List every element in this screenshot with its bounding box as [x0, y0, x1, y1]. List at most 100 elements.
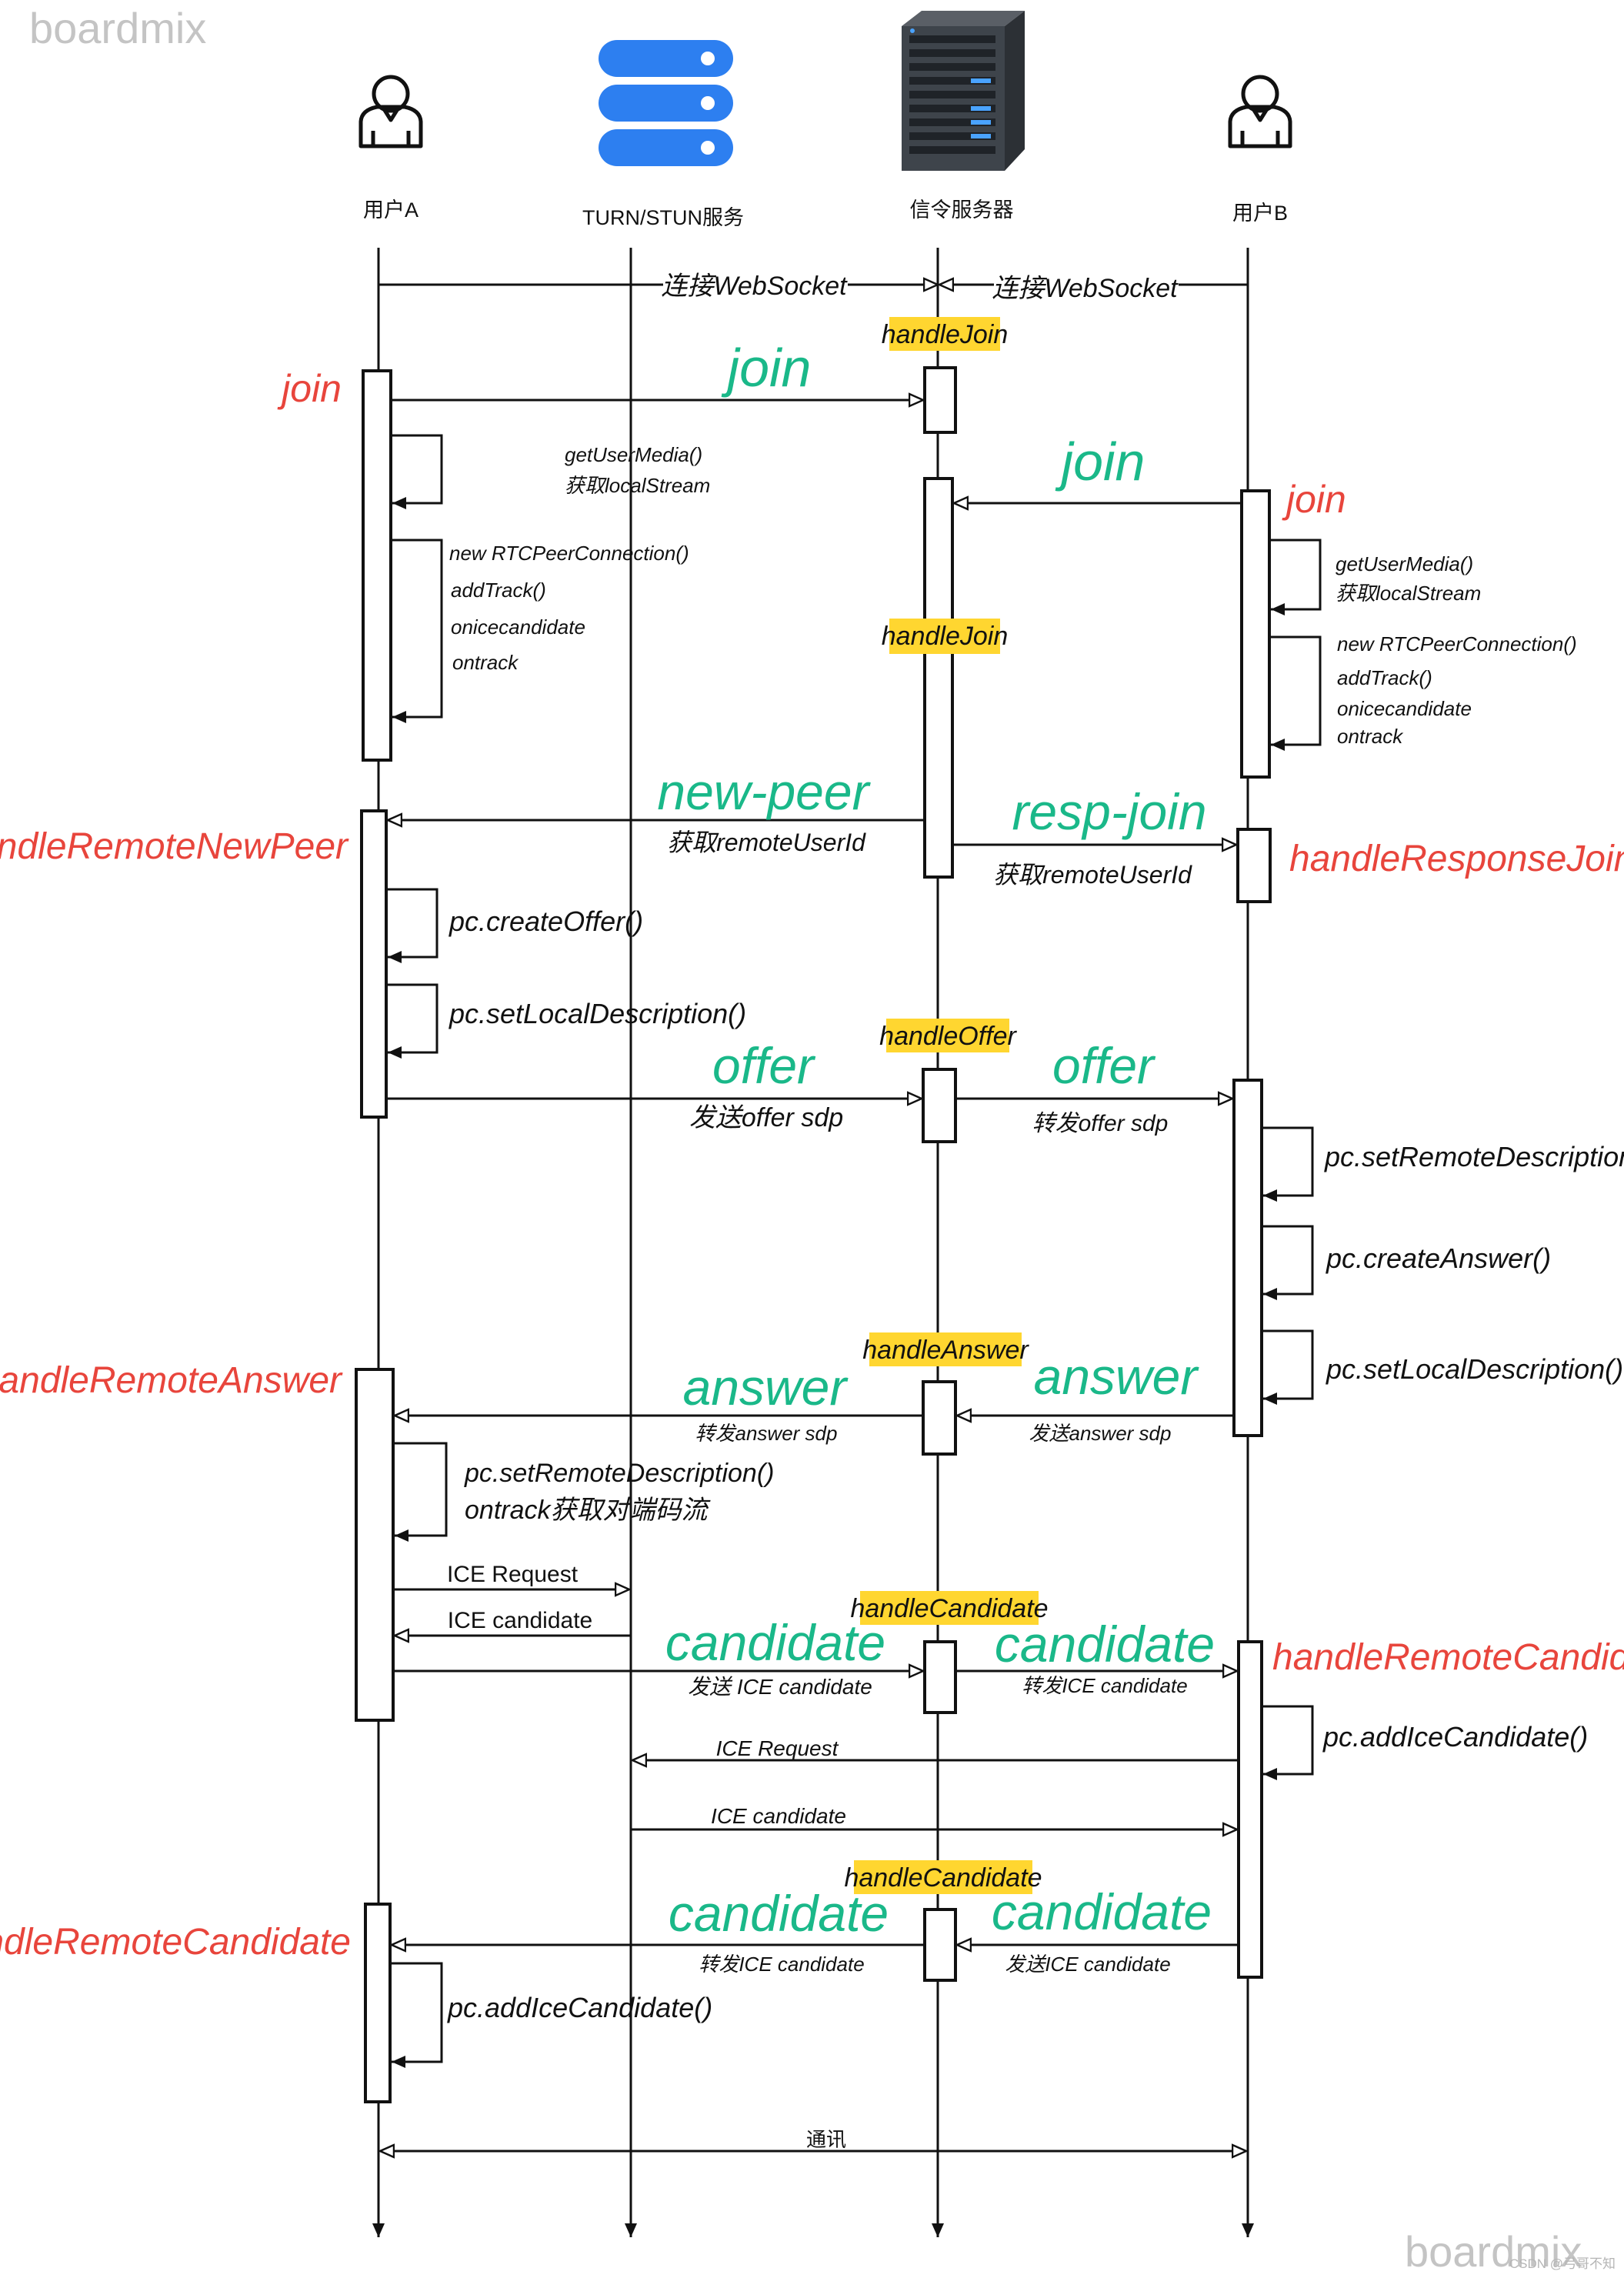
msg-resp-join: resp-join	[1012, 783, 1206, 840]
turn-stun-server-stack-icon	[599, 40, 733, 166]
note-a-pc-3: onicecandidate	[451, 615, 585, 639]
activation-s-4	[922, 1380, 957, 1456]
sub-ice-cand-b: ICE candidate	[711, 1804, 846, 1828]
watermark-top: boardmix	[29, 4, 206, 52]
user-a-icon	[358, 75, 423, 148]
sub-cand-a: 发送 ICE candidate	[688, 1675, 872, 1699]
self-calls	[386, 434, 1322, 2068]
activations	[355, 366, 1272, 2103]
activation-b-1	[1240, 489, 1271, 779]
activation-s-6	[923, 1908, 957, 1982]
note-a-create-offer: pc.createOffer()	[449, 906, 643, 937]
activation-s-1	[923, 366, 957, 434]
sub-answer-a: 转发answer sdp	[695, 1422, 838, 1445]
tag-handle-answer: handleAnswer	[862, 1336, 1029, 1365]
sub-offer-b: 转发offer sdp	[1032, 1111, 1169, 1136]
activation-b-3	[1232, 1079, 1263, 1437]
tag-handle-offer: handleOffer	[879, 1022, 1017, 1051]
handler-remote-answer: handleRemoteAnswer	[0, 1360, 343, 1401]
msg-cand-back-b: candidate	[992, 1883, 1212, 1940]
msg-join-a: join	[722, 338, 812, 398]
note-b-get-media-2: 获取localStream	[1336, 582, 1481, 605]
activation-a-3	[355, 1368, 395, 1722]
sub-resp-join: 获取remoteUserId	[993, 861, 1192, 889]
tag-handle-join-2: handleJoin	[882, 622, 1008, 651]
actor-label-turn-stun: TURN/STUN服务	[582, 206, 744, 229]
tag-bg-h3	[886, 1019, 1009, 1052]
note-b-pc-2: addTrack()	[1337, 666, 1432, 689]
note-a-set-remote-1: pc.setRemoteDescription()	[464, 1459, 774, 1488]
msg-offer-b: offer	[1052, 1037, 1156, 1094]
note-b-add-ice: pc.addIceCandidate()	[1322, 1721, 1588, 1753]
activation-b-4	[1237, 1640, 1263, 1979]
client-handler-labels: join join handleRemoteNewPeer handleResp…	[0, 367, 1624, 1963]
actor-label-user-a: 用户A	[363, 198, 419, 222]
tag-bg-h1	[889, 317, 1000, 351]
note-b-create-answer: pc.createAnswer()	[1326, 1242, 1551, 1274]
tag-bg-h2	[889, 619, 1000, 654]
msg-offer-a: offer	[712, 1037, 816, 1094]
sub-comm: 通讯	[806, 2128, 846, 2151]
sub-answer-b: 发送answer sdp	[1029, 1422, 1172, 1445]
tag-handle-candidate-2: handleCandidate	[844, 1863, 1042, 1893]
activation-a-4	[364, 1903, 392, 2103]
note-b-set-local: pc.setLocalDescription()	[1326, 1353, 1623, 1385]
message-arrows	[378, 285, 1248, 2151]
note-a-set-remote-2: ontrack获取对端码流	[465, 1496, 711, 1525]
note-a-get-media-2: 获取localStream	[565, 474, 710, 497]
msg-answer-a: answer	[683, 1359, 849, 1416]
note-b-pc-3: onicecandidate	[1337, 697, 1472, 720]
tag-handle-join-1: handleJoin	[882, 320, 1008, 349]
tag-bg-h5	[860, 1591, 1039, 1625]
handler-join-b: join	[1282, 478, 1346, 521]
self-call-notes: getUserMedia() 获取localStream new RTCPeer…	[447, 443, 1624, 2023]
msg-cand-back-a: candidate	[669, 1885, 889, 1942]
actor-label-user-b: 用户B	[1232, 202, 1288, 225]
label-ws-a: 连接WebSocket	[661, 272, 848, 301]
sub-cand-back-a: 转发ICE candidate	[699, 1953, 864, 1976]
sub-cand-b: 转发ICE candidate	[1022, 1674, 1187, 1697]
note-b-pc-4: ontrack	[1337, 725, 1404, 748]
sub-ice-req-b: ICE Request	[716, 1736, 839, 1760]
watermark-credit: CSDN @弓哥不知	[1509, 2256, 1616, 2271]
note-a-get-media-1: getUserMedia()	[565, 443, 702, 466]
user-b-icon	[1228, 75, 1292, 148]
server-handler-tags: handleJoin handleJoin handleOffer handle…	[844, 317, 1049, 1894]
note-a-pc-4: ontrack	[452, 651, 519, 674]
handler-join-a: join	[277, 367, 342, 410]
activation-b-2	[1236, 828, 1272, 903]
activation-s-2	[923, 477, 954, 879]
note-a-add-ice: pc.addIceCandidate()	[447, 1992, 712, 2023]
signaling-server-tower-icon	[902, 11, 1025, 171]
sub-ice-req-a: ICE Request	[447, 1562, 579, 1587]
activation-s-3	[922, 1068, 957, 1143]
tag-handle-candidate-1: handleCandidate	[850, 1594, 1048, 1623]
handler-remote-candidate-b: handleRemoteCandidate	[1272, 1637, 1624, 1678]
handler-response-join: handleResponseJoin	[1289, 839, 1624, 879]
handler-remote-new-peer: handleRemoteNewPeer	[0, 826, 349, 867]
message-subtitles: 获取remoteUserId 获取remoteUserId 发送offer sd…	[447, 829, 1192, 2151]
activation-a-2	[360, 809, 388, 1119]
note-a-pc-2: addTrack()	[451, 579, 546, 602]
msg-cand-b: candidate	[995, 1616, 1215, 1673]
note-b-set-remote: pc.setRemoteDescription()	[1324, 1141, 1624, 1172]
actor-label-signal-server: 信令服务器	[910, 198, 1014, 222]
msg-cand-a: candidate	[665, 1614, 885, 1671]
note-b-get-media-1: getUserMedia()	[1336, 552, 1473, 575]
sub-ice-cand-a: ICE candidate	[448, 1608, 592, 1633]
handler-remote-candidate-a: handleRemoteCandidate	[0, 1922, 351, 1963]
msg-answer-b: answer	[1034, 1348, 1200, 1405]
tag-bg-h4	[869, 1332, 1022, 1366]
sub-new-peer: 获取remoteUserId	[667, 829, 866, 856]
sub-offer-a: 发送offer sdp	[689, 1103, 843, 1132]
msg-join-b: join	[1055, 432, 1145, 492]
message-names: join join new-peer resp-join offer offer…	[657, 338, 1215, 1942]
activation-s-5	[923, 1640, 957, 1714]
msg-new-peer: new-peer	[657, 763, 871, 820]
note-b-pc-1: new RTCPeerConnection()	[1337, 632, 1577, 655]
watermark-bottom: boardmix	[1405, 2227, 1582, 2276]
note-a-set-local: pc.setLocalDescription()	[449, 998, 746, 1029]
sub-cand-back-b: 发送ICE candidate	[1005, 1953, 1170, 1976]
